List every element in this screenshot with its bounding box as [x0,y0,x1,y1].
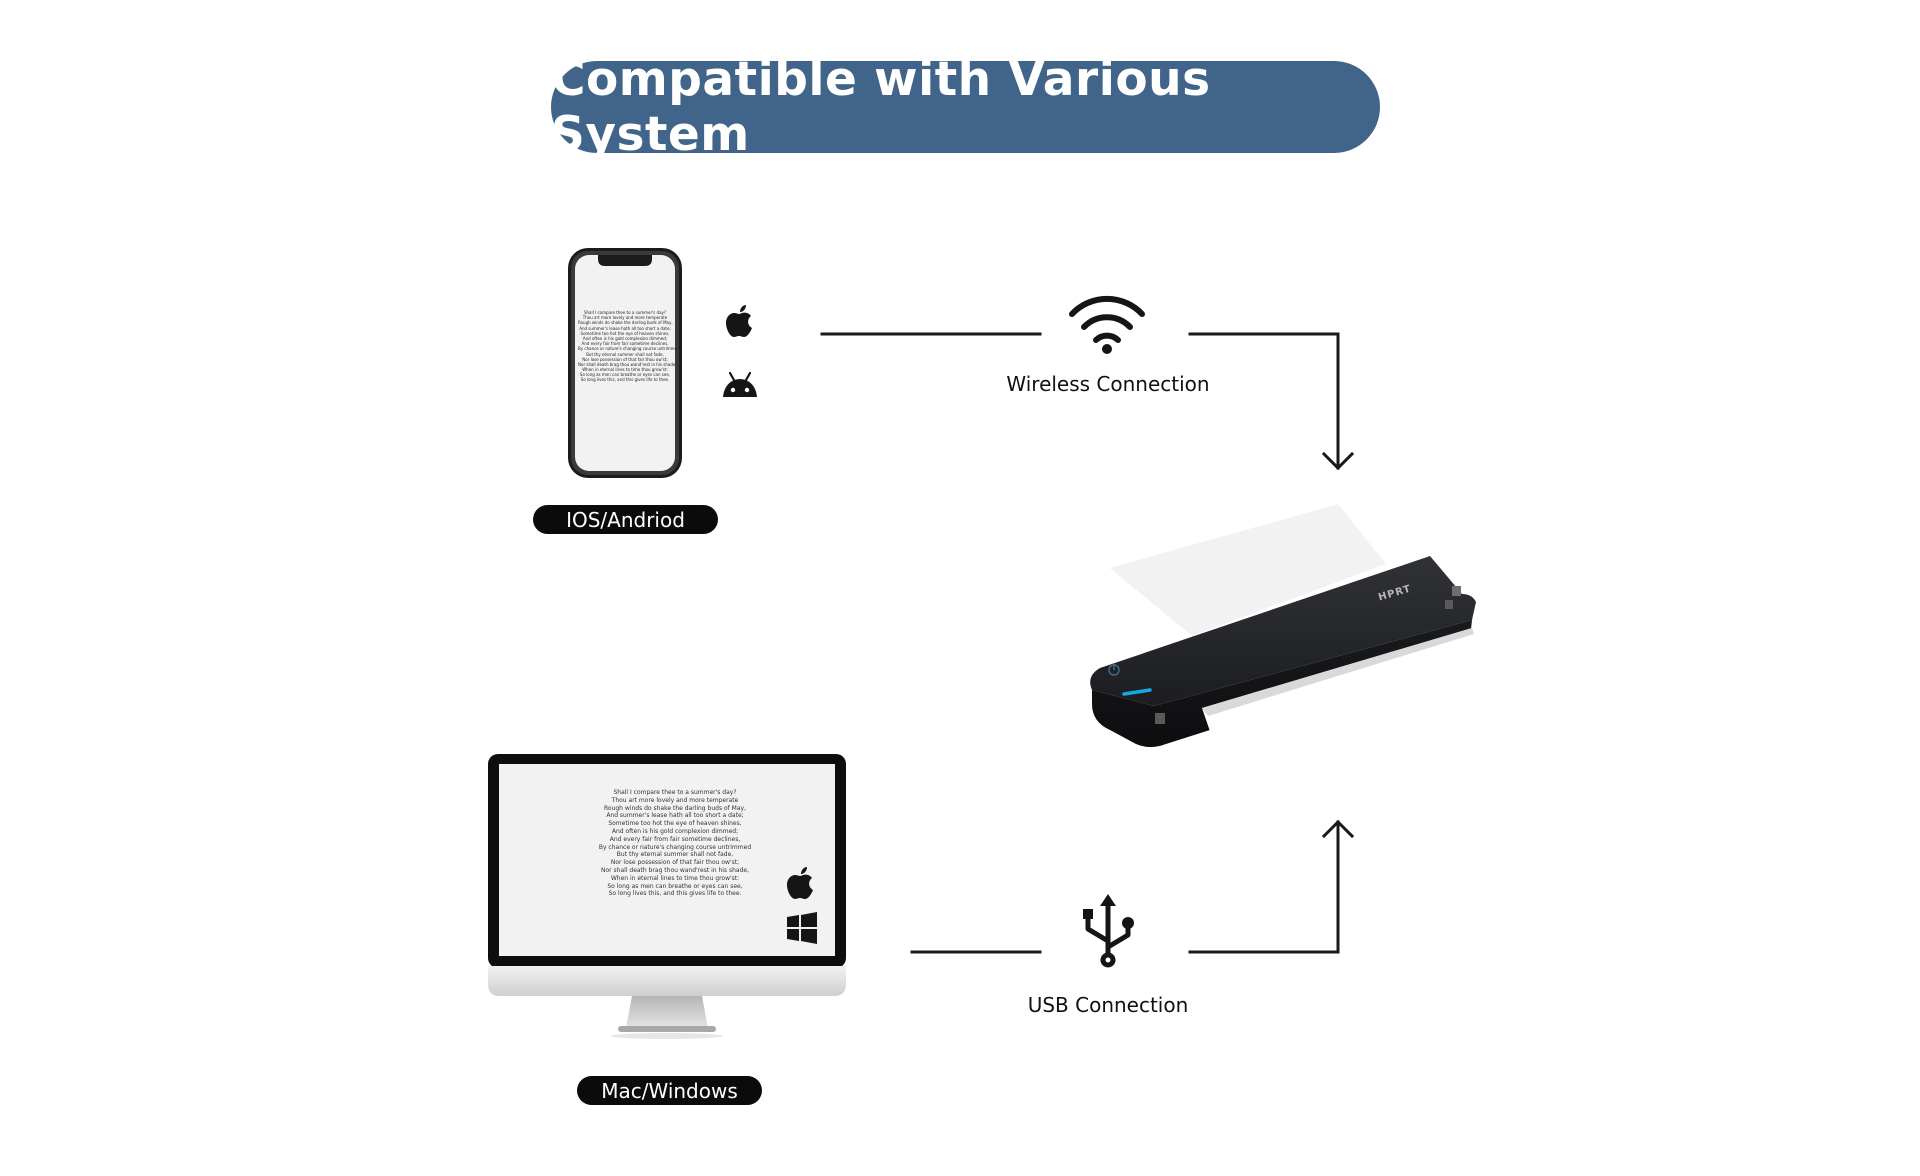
apple-icon [787,867,813,899]
smartphone: Shall I compare thee to a summer's day?T… [566,246,684,480]
usb-connection-label: USB Connection [1027,993,1189,1017]
arrow-up-icon [1321,819,1355,839]
page-title: Compatible with Various System [551,52,1211,162]
desktop-os-label: Mac/Windows [577,1076,762,1105]
usb-line-right [1188,820,1340,954]
wireless-connection-label: Wireless Connection [1006,372,1210,396]
wireless-line-right [1188,332,1340,470]
mobile-os-label: IOS/Andriod [533,505,718,534]
usb-icon [1083,894,1134,968]
apple-icon [726,305,752,337]
phone-screen-text: Shall I compare thee to a summer's day?T… [578,310,680,383]
title-banner: Compatible with Various System [551,52,1380,162]
android-icon [723,371,757,397]
desktop-monitor: Shall I compare thee to a summer's day?T… [486,752,848,1042]
arrow-down-icon [1321,451,1355,471]
windows-icon [787,912,817,944]
portable-printer: HPRT [1080,500,1508,800]
desktop-screen-text: Shall I compare thee to a summer's day?T… [598,789,752,898]
wifi-icon [1069,295,1145,354]
